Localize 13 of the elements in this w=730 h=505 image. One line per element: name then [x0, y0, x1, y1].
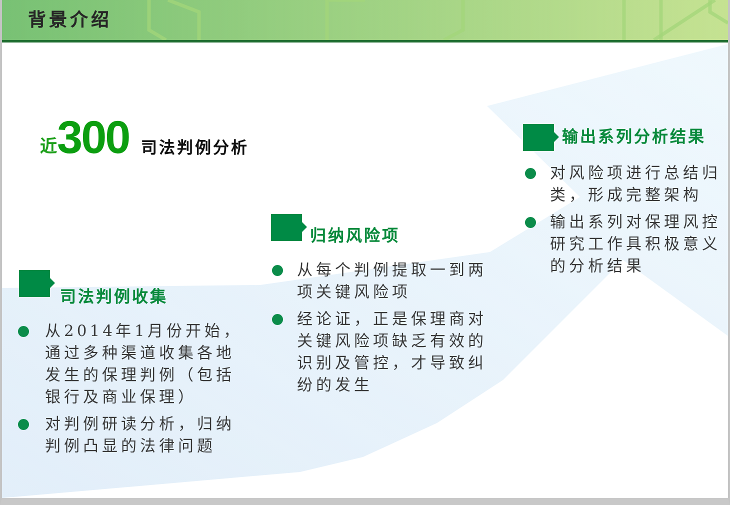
count-prefix: 近	[40, 136, 57, 158]
bullet-text: 从每个判例提取一到两项关键风险项	[297, 260, 487, 303]
bullet-text: 从2014年1月份开始，通过多种渠道收集各地发生的保理判例（包括银行及商业保理）	[45, 321, 244, 408]
step-heading: 输出系列分析结果	[562, 126, 706, 148]
bullet-text: 输出系列对保理风控研究工作具积极意义的分析结果	[550, 212, 722, 277]
step-heading: 归纳风险项	[310, 225, 400, 247]
count-number: 300	[57, 114, 130, 160]
step-heading: 司法判例收集	[60, 286, 168, 308]
bullet-text: 对风险项进行总结归类，形成完整架构	[550, 163, 722, 206]
bullet-text: 对判例研读分析，归纳判例凸显的法律问题	[45, 414, 236, 457]
count-caption: 司法判例分析	[141, 137, 249, 159]
slide-title: 背景介绍	[28, 9, 112, 33]
bullet-text: 经论证，正是保理商对关键风险项缺乏有效的识别及管控，才导致纠纷的发生	[297, 309, 487, 396]
